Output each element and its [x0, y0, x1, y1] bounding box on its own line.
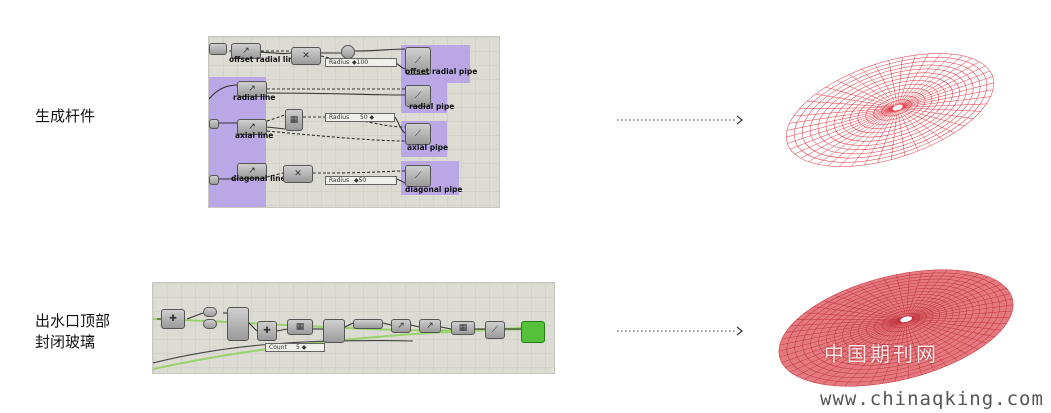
tag-radial-line: radial line	[233, 93, 276, 102]
slider-label-radius-3: Radius	[329, 177, 350, 184]
component-g2-output[interactable]	[521, 321, 545, 343]
component-axial-input[interactable]	[209, 119, 219, 129]
move-icon: ✕	[294, 169, 302, 179]
component-offset-line[interactable]: ↗	[231, 43, 261, 59]
pipe-icon: ⟋	[414, 129, 422, 139]
row-2-label-line-2: 封闭玻璃	[35, 333, 96, 351]
component-g2-12[interactable]: ⟋	[485, 321, 505, 339]
pipe-icon: ⟋	[414, 171, 422, 181]
component-g2-6[interactable]: ▦	[287, 319, 313, 335]
dotted-arrow-2	[617, 326, 743, 336]
tag-offset-radial-pipe: offset radial pipe	[405, 67, 478, 76]
point-icon: ✚	[169, 314, 177, 324]
dotted-arrow-1	[617, 115, 743, 125]
row-2-label-line-1: 出水口顶部	[35, 312, 111, 330]
slider-label-radius-2: Radius	[329, 114, 350, 121]
grid-icon: ▦	[458, 323, 468, 333]
component-g2-10[interactable]: ↗	[419, 319, 441, 333]
component-g2-2[interactable]	[203, 307, 217, 317]
component-g2-3[interactable]	[203, 319, 217, 329]
slider-value-count: 5 ◆	[296, 344, 307, 351]
pipe-icon: ⟋	[491, 325, 499, 335]
component-g2-5[interactable]: ✚	[257, 321, 277, 341]
row-1-label: 生成杆件	[35, 107, 96, 125]
component-g2-1[interactable]: ✚	[161, 309, 185, 329]
component-g2-9[interactable]: ↗	[391, 319, 411, 333]
grasshopper-canvas-glass[interactable]: ✚ ✚ ▦ ↗ ↗ ▦ ⟋ Count 5 ◆	[152, 282, 555, 374]
component-diagonal-move[interactable]: ✕	[283, 165, 313, 183]
component-radial-pipe[interactable]: ⟋	[405, 85, 431, 107]
line-icon: ↗	[248, 166, 256, 176]
slider-value-1: ◆100	[352, 59, 369, 66]
component-g2-4[interactable]	[227, 307, 249, 341]
slider-value-3: ◆50	[354, 177, 367, 184]
component-input-top[interactable]	[209, 43, 227, 55]
tag-offset-radial-line: offset radial line	[229, 55, 299, 64]
tag-radial-pipe: radial pipe	[409, 102, 455, 111]
slider-label-count: Count	[269, 344, 287, 351]
slider-radius-2[interactable]: Radius 50 ◆	[325, 113, 395, 122]
line-icon: ↗	[397, 321, 405, 331]
mesh-grid	[785, 53, 995, 167]
line-icon: ↗	[248, 84, 256, 94]
grasshopper-canvas-rods[interactable]: ↗ offset radial line ✕ Radius ◆100 ⟋ off…	[208, 36, 500, 208]
component-divide[interactable]: ▦	[285, 109, 303, 131]
line-icon: ↗	[426, 321, 434, 331]
component-move[interactable]: ✕	[291, 47, 321, 65]
pipe-icon: ⟋	[414, 91, 422, 101]
glass-mesh-render	[778, 269, 1014, 387]
component-axial-line[interactable]: ↗	[237, 119, 267, 135]
component-g2-8[interactable]	[353, 319, 383, 329]
line-icon: ↗	[242, 46, 250, 56]
component-radial-line[interactable]: ↗	[237, 81, 267, 97]
component-g2-11[interactable]: ▦	[451, 321, 475, 335]
component-diagonal-pipe[interactable]: ⟋	[405, 165, 431, 187]
tag-axial-pipe: axial pipe	[407, 143, 449, 152]
slider-radius-1[interactable]: Radius ◆100	[325, 58, 397, 67]
grid-icon: ▦	[295, 322, 305, 332]
tag-diagonal-line: diagonal line	[231, 174, 286, 183]
tag-diagonal-pipe: diagonal pipe	[405, 185, 463, 194]
line-icon: ↗	[248, 122, 256, 132]
component-diagonal-line[interactable]: ↗	[237, 163, 267, 179]
plus-icon: ✚	[263, 326, 271, 336]
row-2-label: 出水口顶部 封闭玻璃	[35, 311, 110, 353]
slider-value-2: 50 ◆	[360, 114, 375, 121]
rod-mesh-render	[785, 53, 995, 167]
slider-count[interactable]: Count 5 ◆	[265, 343, 325, 352]
watermark-text: 中国期刊网	[824, 342, 939, 366]
group-left	[209, 77, 266, 207]
component-axial-pipe[interactable]: ⟋	[405, 123, 431, 145]
component-g2-7[interactable]	[323, 319, 345, 343]
tag-axial-line: axial line	[235, 131, 274, 140]
component-pipe-node[interactable]	[341, 45, 355, 59]
move-icon: ✕	[302, 51, 310, 61]
component-diagonal-input[interactable]	[209, 175, 219, 185]
mesh-grid	[778, 269, 1014, 387]
slider-label-radius-1: Radius	[329, 59, 350, 66]
site-url: www.chinaqking.com	[820, 388, 1044, 410]
component-offset-pipe[interactable]: ⟋	[405, 47, 431, 75]
slider-radius-3[interactable]: Radius ◆50	[325, 176, 397, 185]
pipe-icon: ⟋	[414, 56, 422, 66]
grid-icon: ▦	[289, 115, 299, 125]
